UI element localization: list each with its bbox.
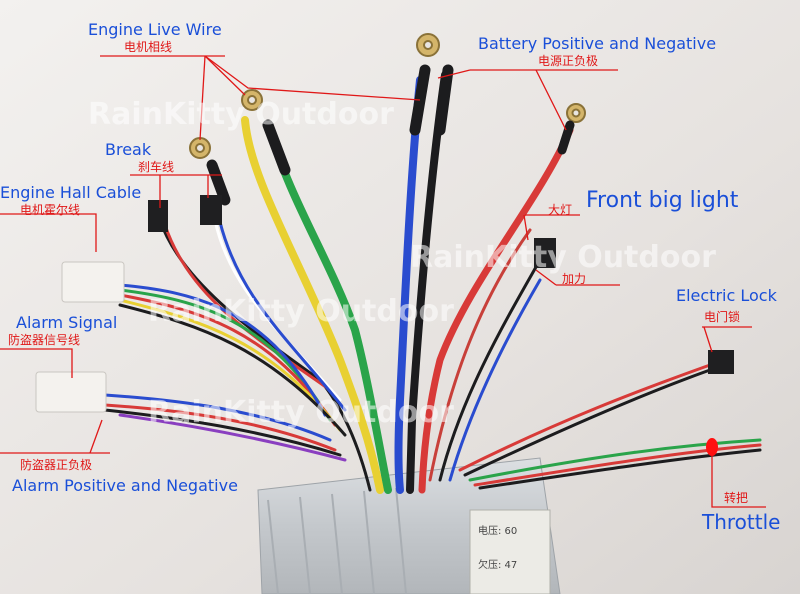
electric-lock-label: Electric Lock	[676, 286, 777, 305]
phase-wire-yellow	[241, 116, 384, 494]
alarm-signal-cn-label: 防盗器信号线	[8, 333, 81, 347]
break-label: Break	[105, 140, 152, 159]
controller-plate-line-1: 电压: 60	[478, 524, 517, 537]
alarm-power-label: Alarm Positive and Negative	[12, 476, 238, 495]
engine-hall-label: Engine Hall Cable	[0, 183, 142, 202]
controller-label-plate	[469, 509, 551, 594]
electric-lock-cn-label: 电门锁	[704, 310, 741, 324]
controller-box: 电压: 60 欠压: 47	[257, 457, 561, 594]
watermark-2: RainKitty Outdoor	[410, 240, 716, 275]
throttle-label: Throttle	[702, 510, 781, 534]
watermark-4: RainKitty Outdoor	[148, 395, 454, 430]
engine-live-wire-cn-label: 电机相线	[124, 40, 173, 54]
phase-wire-green	[266, 126, 392, 494]
throttle-cn-label: 转把	[724, 491, 749, 505]
wire-bundle	[103, 71, 762, 494]
ring-terminals	[189, 33, 586, 159]
controller-plate-line-2: 欠压: 47	[478, 558, 517, 571]
alarm-power-cn-label: 防盗器正负极	[20, 458, 93, 472]
battery-label: Battery Positive and Negative	[478, 34, 717, 53]
front-light-cn-label: 大灯	[548, 203, 573, 217]
phase-wire-blue	[394, 76, 424, 494]
engine-live-wire-label: Engine Live Wire	[88, 20, 222, 39]
annotation-lines	[0, 55, 766, 508]
engine-hall-cn-label: 电机霍尔线	[20, 203, 81, 217]
break-cn-label: 刹车线	[138, 160, 175, 174]
throttle-marker	[706, 438, 718, 456]
front-light-label: Front big light	[586, 188, 739, 213]
battery-cn-label: 电源正负极	[538, 54, 599, 68]
battery-wire-red	[418, 126, 574, 494]
watermark-1: RainKitty Outdoor	[88, 97, 394, 132]
watermark-3: RainKitty Outdoor	[148, 294, 454, 329]
boost-cn-label: 加力	[562, 272, 587, 286]
alarm-signal-label: Alarm Signal	[16, 313, 118, 332]
connectors	[35, 195, 734, 413]
